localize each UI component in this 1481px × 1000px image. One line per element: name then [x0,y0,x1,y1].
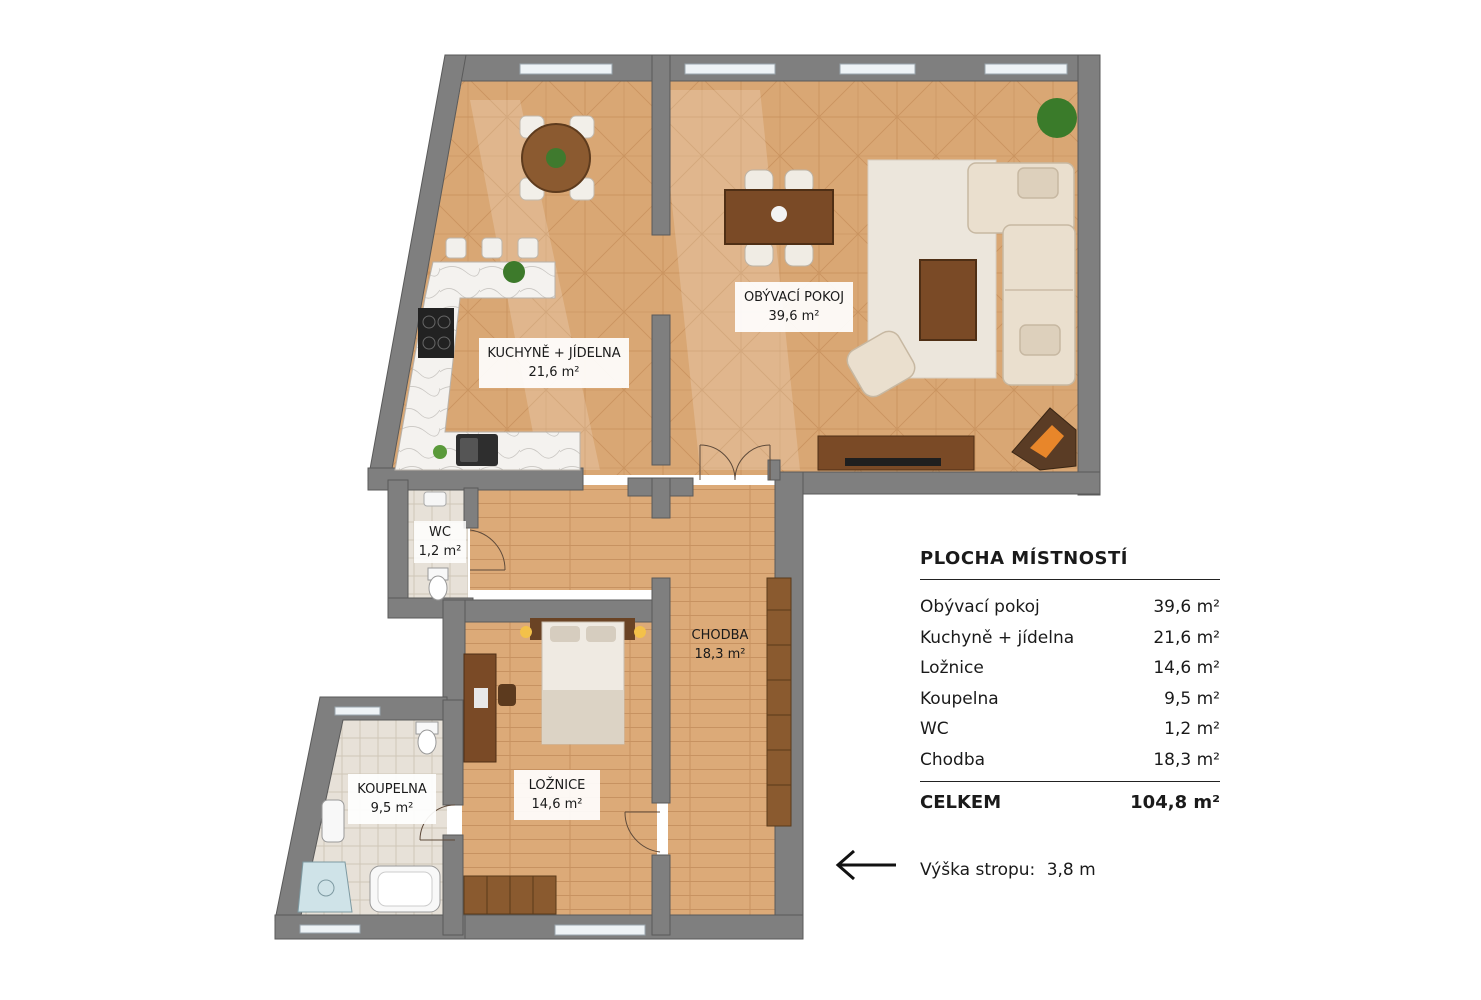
room-area-hall: 18,3 m² [694,647,746,662]
sink-icon [456,434,498,466]
room-name-hall: CHODBA [691,628,749,643]
legend-label: Ložnice [920,658,984,678]
stove-icon [418,308,454,358]
arrow-left-icon [835,849,896,881]
legend-row: Ložnice 14,6 m² [920,653,1220,684]
room-label-kitchen: KUCHYNĚ + JÍDELNA 21,6 m² [479,338,629,388]
bath-sink [321,799,345,843]
ceiling-height-value: 3,8 m [1046,860,1096,880]
legend-value: 1,2 m² [1164,719,1220,739]
room-area-living: 39,6 m² [768,309,820,324]
living-double-door [699,444,771,481]
area-legend: PLOCHA MÍSTNOSTÍ Obývací pokoj 39,6 m² Ku… [920,548,1220,813]
coffee-table [919,259,977,341]
room-label-hall: CHODBA 18,3 m² [680,620,760,670]
legend-value: 18,3 m² [1153,749,1220,770]
legend-row: Obývací pokoj 39,6 m² [920,592,1220,623]
fireplace-icon [1011,407,1077,471]
legend-title: PLOCHA MÍSTNOSTÍ [920,548,1220,580]
legend-label: Kuchyně + jídelna [920,627,1075,648]
bed-icon [520,618,646,745]
kitchen-counter [394,237,581,471]
legend-row: Chodba 18,3 m² [920,745,1220,776]
room-name-bath: KOUPELNA [357,782,427,797]
bathtub-icon [369,865,441,913]
room-label-living: OBÝVACÍ POKOJ 39,6 m² [735,282,853,332]
bar-stools [445,237,539,259]
room-area-bedroom: 14,6 m² [531,797,583,812]
legend-value: 14,6 m² [1153,658,1220,678]
legend-row: Koupelna 9,5 m² [920,684,1220,715]
round-dining-table [519,115,595,201]
legend-total-label: CELKEM [920,792,1002,813]
toilet-icon [427,567,449,601]
legend-value: 39,6 m² [1153,597,1220,617]
room-name-bedroom: LOŽNICE [528,778,586,793]
hall-shelf [766,577,792,827]
armchair [846,330,916,398]
legend-label: Obývací pokoj [920,597,1040,617]
room-name-living: OBÝVACÍ POKOJ [743,290,845,305]
legend-label: WC [920,719,949,739]
room-area-bath: 9,5 m² [370,801,414,816]
legend-total: CELKEM 104,8 m² [920,782,1220,813]
windows [299,63,1068,936]
room-name-wc: WC [429,525,451,540]
room-label-bedroom: LOŽNICE 14,6 m² [514,770,600,820]
legend-value: 9,5 m² [1164,688,1220,709]
wc-sink [423,491,447,507]
ceiling-height-label: Výška stropu: [920,860,1036,880]
floor-hall [470,485,795,920]
bedroom-desk [463,653,516,763]
room-name-kitchen: KUCHYNĚ + JÍDELNA [487,346,621,361]
legend-value: 21,6 m² [1153,627,1220,648]
bedroom-door [624,811,661,853]
room-area-wc: 1,2 m² [418,544,462,559]
wc-door [469,529,506,571]
legend-row: WC 1,2 m² [920,714,1220,745]
bath-toilet [415,721,439,755]
sofa-icon [967,162,1076,386]
legend-row: Kuchyně + jídelna 21,6 m² [920,623,1220,654]
shower-icon [297,861,353,913]
legend-total-value: 104,8 m² [1130,792,1220,813]
bedroom-storage [463,875,557,915]
room-label-wc: WC 1,2 m² [414,521,466,563]
room-label-bath: KOUPELNA 9,5 m² [348,774,436,824]
legend-label: Chodba [920,749,986,770]
tv-console [817,435,975,471]
dining-table [724,169,834,267]
legend-label: Koupelna [920,688,999,709]
room-area-kitchen: 21,6 m² [528,365,580,380]
walls [274,54,1101,940]
ceiling-height: Výška stropu: 3,8 m [920,860,1096,880]
legend-rows: Obývací pokoj 39,6 m² Kuchyně + jídelna 21… [920,580,1220,782]
